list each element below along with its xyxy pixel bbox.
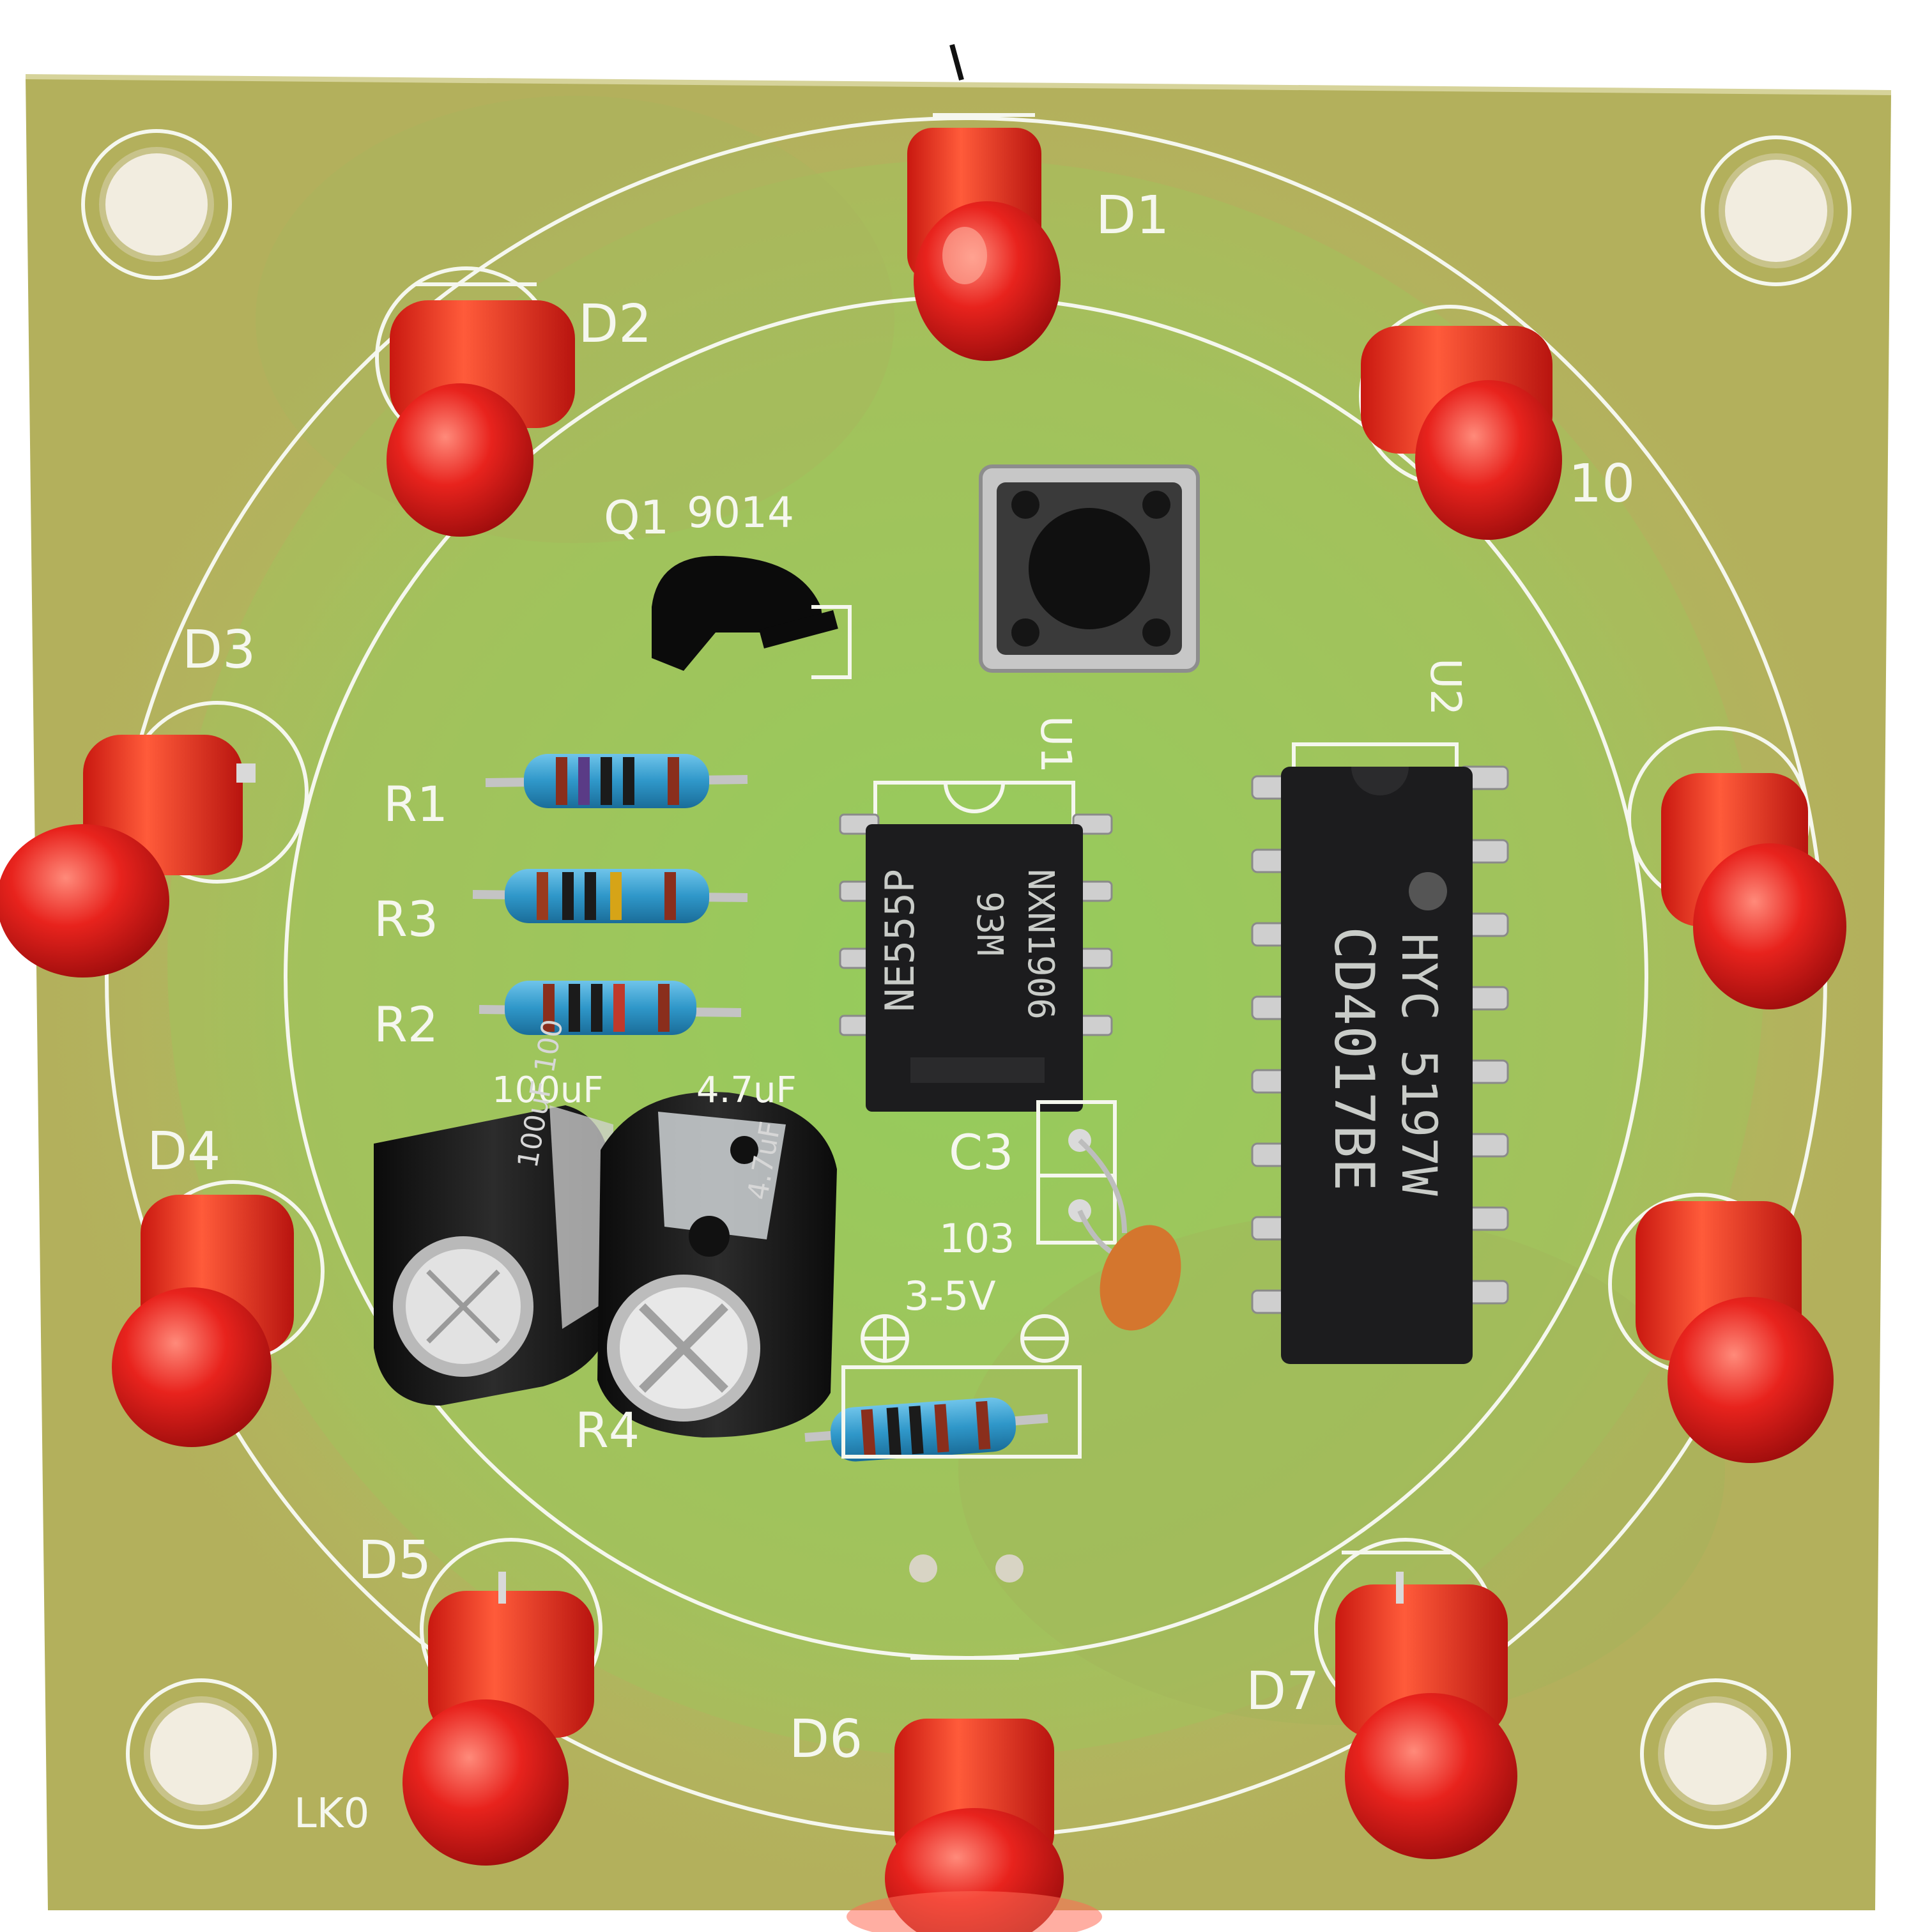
mounting-holes: [81, 129, 1851, 1829]
u1-marking-1: NE555P: [877, 869, 923, 1012]
capacitor-4-7uf: [597, 1092, 837, 1438]
resistor-r1: [485, 754, 748, 808]
lead-wire: [949, 43, 964, 81]
led-d10: [1361, 326, 1562, 540]
led-d1: [907, 128, 1061, 361]
led-d6: [847, 1719, 1102, 1932]
transistor-q1: [652, 556, 852, 679]
capacitor-100uf: [374, 1105, 613, 1406]
label-q1-part: 9014: [687, 488, 794, 537]
led-d3: [0, 735, 256, 977]
label-d10: 10: [1568, 454, 1635, 514]
label-d3: D3: [182, 620, 256, 680]
chip-u1: [839, 781, 1113, 1112]
led-d8: [1636, 1201, 1834, 1463]
led-d4: [112, 1195, 294, 1447]
label-c3: C3: [949, 1124, 1013, 1181]
label-u2: U2: [1421, 658, 1470, 716]
resistor-r3: [472, 869, 748, 923]
label-r1: R1: [383, 776, 448, 832]
u2-marking-2: CD4017BE: [1322, 926, 1386, 1191]
label-d6: D6: [789, 1709, 862, 1770]
label-d7: D7: [1246, 1661, 1319, 1722]
led-d5: [402, 1572, 594, 1866]
u1-marking-3: NXN1906: [1020, 869, 1061, 1020]
label-r3: R3: [374, 891, 438, 947]
capacitor-c3: [1036, 1100, 1181, 1331]
push-button: [979, 464, 1200, 673]
label-c3-value: 103: [939, 1215, 1015, 1262]
label-r4: R4: [575, 1402, 640, 1459]
u1-marking-2: 93M: [969, 891, 1010, 956]
label-cap-100: 100uF: [492, 1070, 604, 1111]
label-d5: D5: [358, 1530, 431, 1591]
label-d4: D4: [147, 1121, 220, 1182]
led-d2: [387, 300, 575, 537]
label-r2: R2: [374, 996, 438, 1053]
pad-right: [995, 1554, 1023, 1583]
resistor-r2: [479, 981, 742, 1035]
power-terminal-marks: [861, 1314, 1069, 1363]
led-d9: [1661, 773, 1846, 1009]
label-u1: U1: [1031, 716, 1080, 773]
label-q1: Q1: [604, 491, 669, 544]
u2-marking-1: HYC 5197W: [1391, 933, 1448, 1196]
pad-left: [909, 1554, 937, 1583]
chip-u2: [1251, 742, 1509, 1364]
resistor-r4: [804, 1365, 1082, 1462]
label-d1: D1: [1096, 185, 1169, 246]
label-voltage: 3-5V: [904, 1273, 996, 1319]
label-cap-47: 4.7uF: [696, 1070, 797, 1111]
led-d7: [1335, 1572, 1517, 1859]
label-d2: D2: [578, 294, 652, 355]
led-polarity-marks: [415, 113, 1450, 1660]
label-board-id: LK0: [294, 1790, 369, 1837]
